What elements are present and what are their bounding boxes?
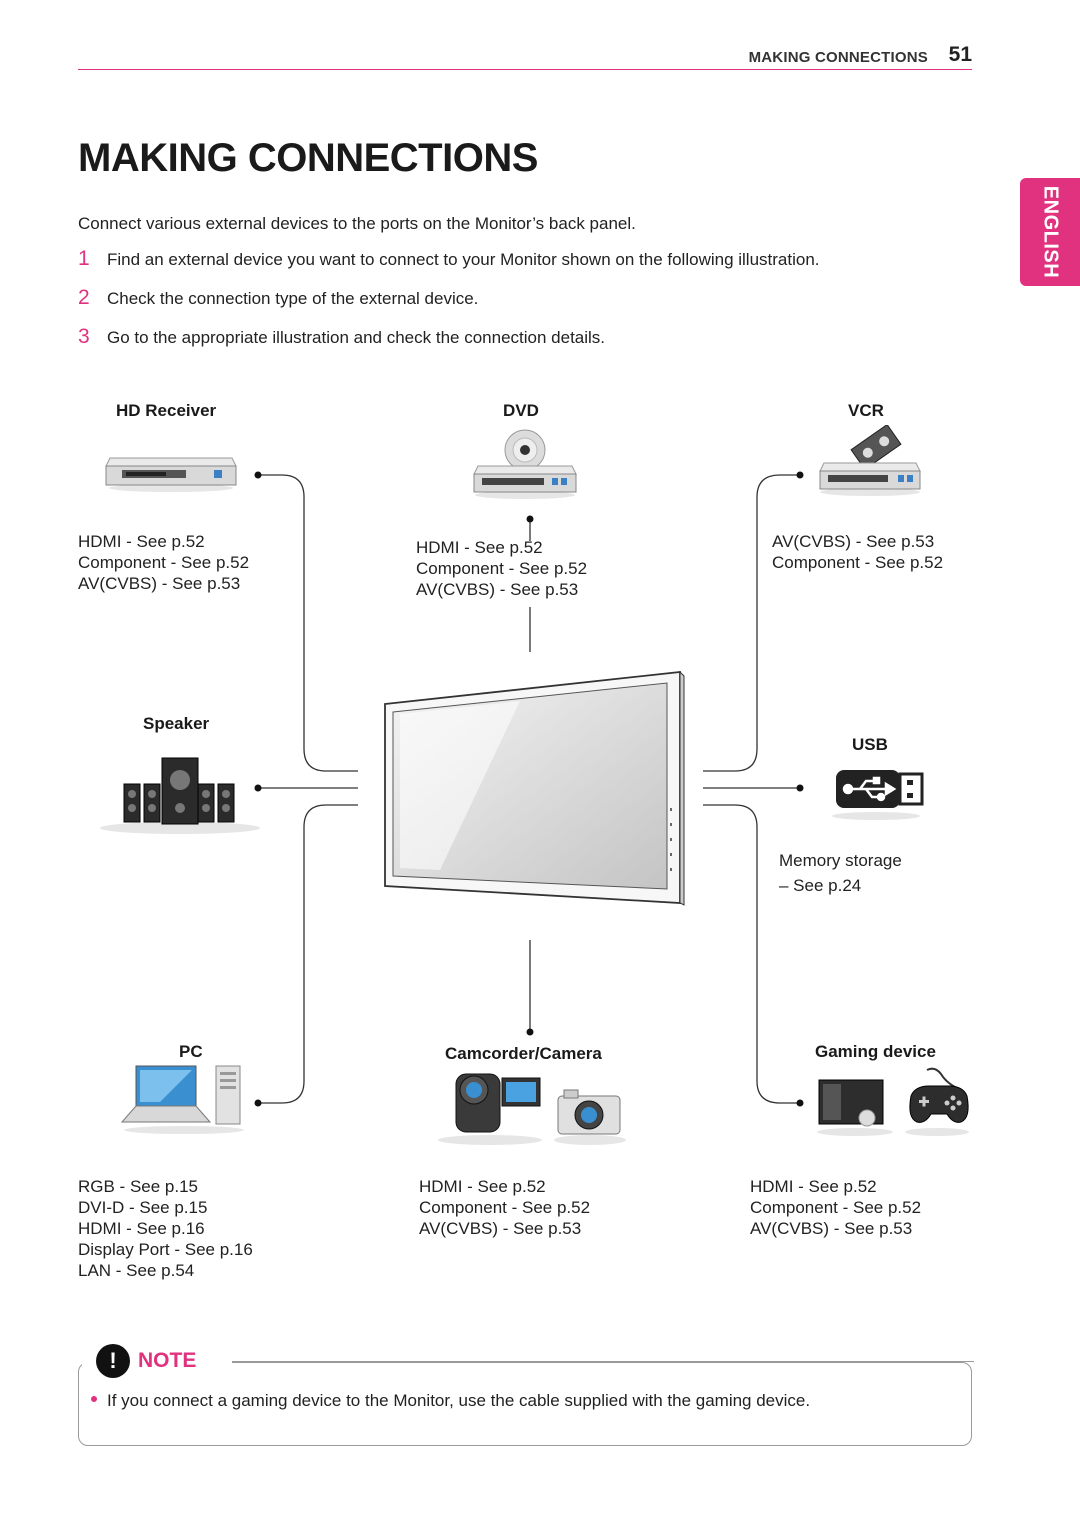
step-text: Check the connection type of the externa…	[107, 289, 479, 308]
gaming-device-icon	[817, 1067, 969, 1136]
page-title: MAKING CONNECTIONS	[78, 136, 538, 180]
ref-line: HDMI - See p.52	[419, 1177, 546, 1196]
ref-line: HDMI - See p.52	[750, 1177, 877, 1196]
ref-line: – See p.24	[779, 876, 862, 895]
note-text: If you connect a gaming device to the Mo…	[107, 1391, 811, 1410]
step-number: 3	[78, 325, 90, 348]
ref-line: Component - See p.52	[772, 553, 944, 572]
ref-line: HDMI - See p.52	[416, 538, 543, 557]
camcorder-refs: HDMI - See p.52 Component - See p.52 AV(…	[419, 1176, 590, 1239]
step-number: 1	[78, 247, 90, 270]
ref-line: LAN - See p.54	[78, 1261, 195, 1280]
camcorder-icon	[438, 1073, 626, 1145]
running-header: MAKING CONNECTIONS 51	[78, 40, 972, 70]
vcr-icon	[819, 425, 921, 496]
ref-line: Memory storage	[779, 851, 902, 870]
usb-icon	[832, 770, 924, 820]
gaming-device-label: Gaming device	[815, 1042, 936, 1061]
vcr-refs: AV(CVBS) - See p.53 Component - See p.52	[772, 531, 943, 573]
ref-line: AV(CVBS) - See p.53	[78, 574, 241, 593]
ref-line: Component - See p.52	[750, 1198, 922, 1217]
ref-line: Component - See p.52	[419, 1198, 591, 1217]
ref-line: HDMI - See p.16	[78, 1219, 205, 1238]
ref-line: AV(CVBS) - See p.53	[419, 1219, 582, 1238]
ref-line: AV(CVBS) - See p.53	[416, 580, 579, 599]
hd-receiver-icon	[105, 457, 237, 492]
pc-icon	[120, 1065, 244, 1134]
note-header: ! NOTE	[82, 1343, 232, 1383]
ref-line: RGB - See p.15	[78, 1177, 199, 1196]
speaker-icon	[100, 757, 260, 834]
hd-receiver-label: HD Receiver	[116, 401, 217, 420]
usb-label: USB	[852, 735, 888, 754]
ref-line: Display Port - See p.16	[78, 1240, 253, 1259]
dvd-refs: HDMI - See p.52 Component - See p.52 AV(…	[416, 537, 587, 600]
bullet-icon	[91, 1396, 97, 1402]
intro-text: Connect various external devices to the …	[78, 214, 636, 233]
running-header-title: MAKING CONNECTIONS	[748, 49, 928, 66]
camcorder-label: Camcorder/Camera	[445, 1044, 602, 1063]
connection-lines	[258, 474, 800, 1104]
note-title: NOTE	[138, 1349, 197, 1372]
ref-line: Component - See p.52	[78, 553, 250, 572]
monitor-icon	[384, 670, 685, 906]
ref-line: AV(CVBS) - See p.53	[772, 532, 935, 551]
language-tab: ENGLISH	[1020, 178, 1080, 286]
connection-dots	[254, 471, 804, 1107]
usb-refs: Memory storage – See p.24	[779, 848, 902, 898]
note-divider	[222, 1361, 974, 1362]
hd-receiver-refs: HDMI - See p.52 Component - See p.52 AV(…	[78, 531, 249, 594]
step-text: Find an external device you want to conn…	[107, 250, 820, 269]
dvd-icon	[473, 429, 577, 499]
exclamation-icon: !	[96, 1344, 130, 1378]
ref-line: HDMI - See p.52	[78, 532, 205, 551]
pc-refs: RGB - See p.15 DVI-D - See p.15 HDMI - S…	[78, 1176, 253, 1281]
speaker-label: Speaker	[143, 714, 210, 733]
step-text: Go to the appropriate illustration and c…	[107, 328, 606, 347]
dvd-label: DVD	[503, 401, 539, 420]
gaming-device-refs: HDMI - See p.52 Component - See p.52 AV(…	[750, 1176, 921, 1239]
pc-label: PC	[179, 1042, 203, 1061]
ref-line: DVI-D - See p.15	[78, 1198, 208, 1217]
ref-line: AV(CVBS) - See p.53	[750, 1219, 913, 1238]
step-number: 2	[78, 286, 90, 309]
ref-line: Component - See p.52	[416, 559, 588, 578]
vcr-label: VCR	[848, 401, 884, 420]
page-number: 51	[948, 43, 972, 66]
